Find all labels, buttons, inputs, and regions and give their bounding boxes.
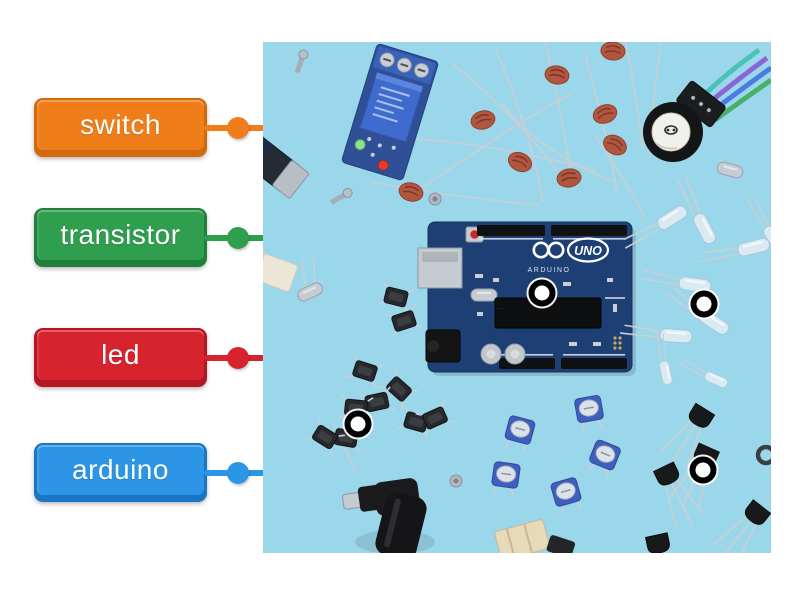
target-on-switches[interactable] — [344, 410, 372, 438]
label-chip-transistor[interactable]: transistor — [34, 208, 266, 267]
target-on-arduino-board[interactable] — [528, 279, 556, 307]
arduino-board: UNO ARDUINO — [417, 221, 636, 376]
connector-dot — [227, 461, 249, 484]
chip-face: transistor — [37, 210, 204, 260]
chip-face: arduino — [37, 445, 204, 495]
target-on-transistor[interactable] — [689, 456, 717, 484]
connector-plug-left — [263, 126, 309, 199]
chip-label-text: transistor — [60, 219, 181, 250]
chip-bevel: switch — [34, 98, 207, 157]
diagram-photo: UNO ARDUINO — [263, 42, 771, 553]
arduino-logo-icon — [532, 241, 565, 259]
piezo-buzzer — [643, 102, 703, 162]
chip-face: led — [37, 330, 204, 380]
connector-dot — [227, 226, 249, 249]
washer-icon — [428, 192, 442, 206]
chip-bevel: led — [34, 328, 207, 387]
chip-bevel: transistor — [34, 208, 207, 267]
chip-face: switch — [37, 100, 204, 150]
dc-barrel-plug — [342, 478, 435, 553]
crystal-oscillator — [294, 257, 326, 304]
board-brand-text: ARDUINO — [528, 267, 571, 274]
label-chip-switch[interactable]: switch — [34, 98, 266, 157]
part-dark-bottom — [546, 535, 576, 553]
board-logo-text: UNO — [574, 244, 602, 258]
connector-dot — [227, 116, 249, 139]
chip-label-text: switch — [80, 109, 161, 140]
components-photo-illustration: UNO ARDUINO — [263, 42, 771, 553]
chip-label-text: led — [101, 339, 140, 370]
relay-module — [341, 43, 439, 181]
chip-label-text: arduino — [72, 454, 169, 485]
nut-icon — [449, 474, 463, 488]
metal-ring — [755, 444, 771, 466]
target-on-led[interactable] — [690, 290, 718, 318]
chip-bevel: arduino — [34, 443, 207, 502]
label-chip-led[interactable]: led — [34, 328, 266, 387]
part-bottom-edge — [494, 519, 551, 553]
connector-dot — [227, 346, 249, 369]
label-chip-arduino[interactable]: arduino — [34, 443, 266, 502]
part-left-edge — [263, 246, 298, 292]
